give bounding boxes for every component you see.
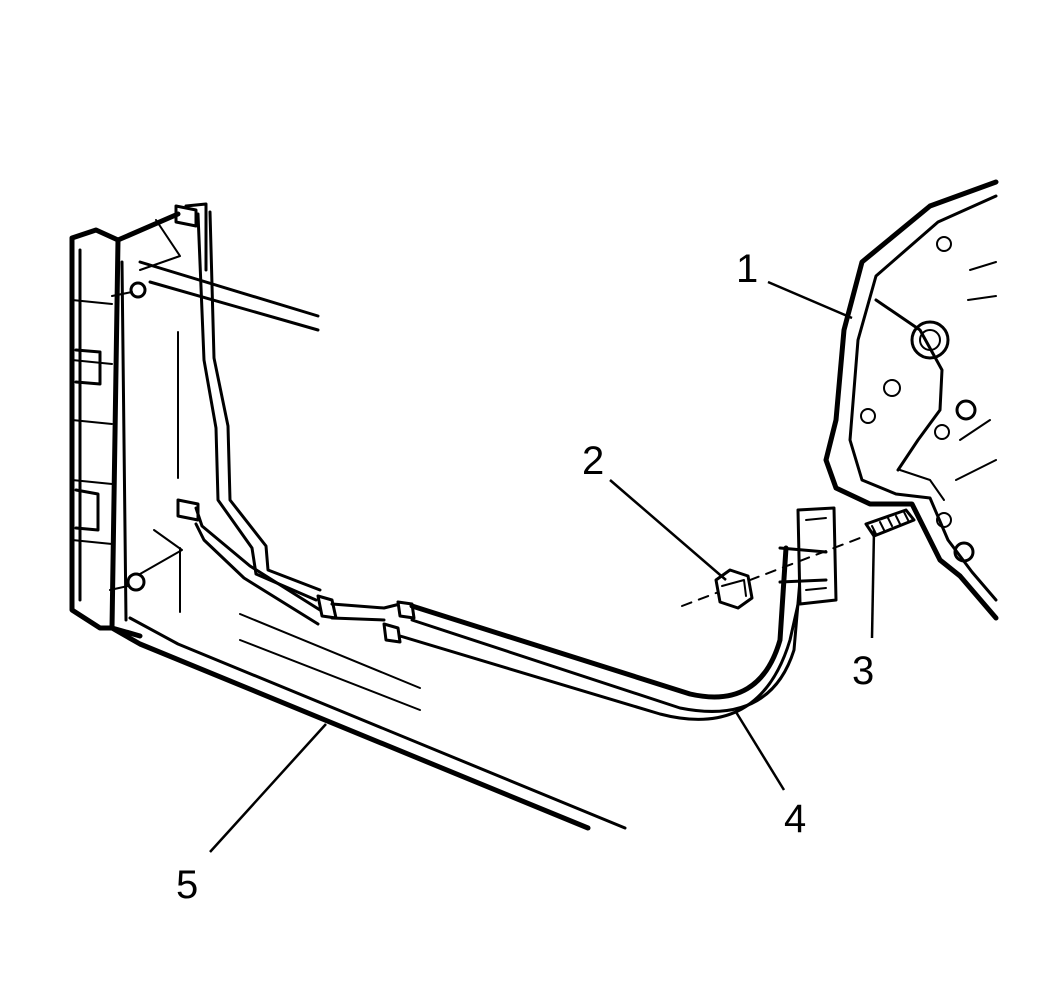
callout-5: 5 (176, 863, 198, 907)
callout-2: 2 (582, 439, 604, 483)
lower-radiator-fitting (109, 498, 200, 592)
callout-4: 4 (784, 797, 806, 841)
leader-2 (609, 479, 727, 581)
callout-3: 3 (852, 649, 874, 693)
leader-3 (870, 529, 876, 639)
callout-labels: 1 2 3 4 5 (176, 247, 874, 907)
leader-lines (209, 280, 876, 853)
leader-5 (209, 723, 327, 853)
radiator (69, 211, 627, 831)
leader-4 (734, 711, 786, 791)
upper-radiator-fitting (111, 202, 208, 299)
callout-1: 1 (736, 247, 758, 291)
cooler-lines (194, 210, 838, 721)
leader-1 (767, 280, 853, 320)
transmission-case (823, 179, 999, 621)
